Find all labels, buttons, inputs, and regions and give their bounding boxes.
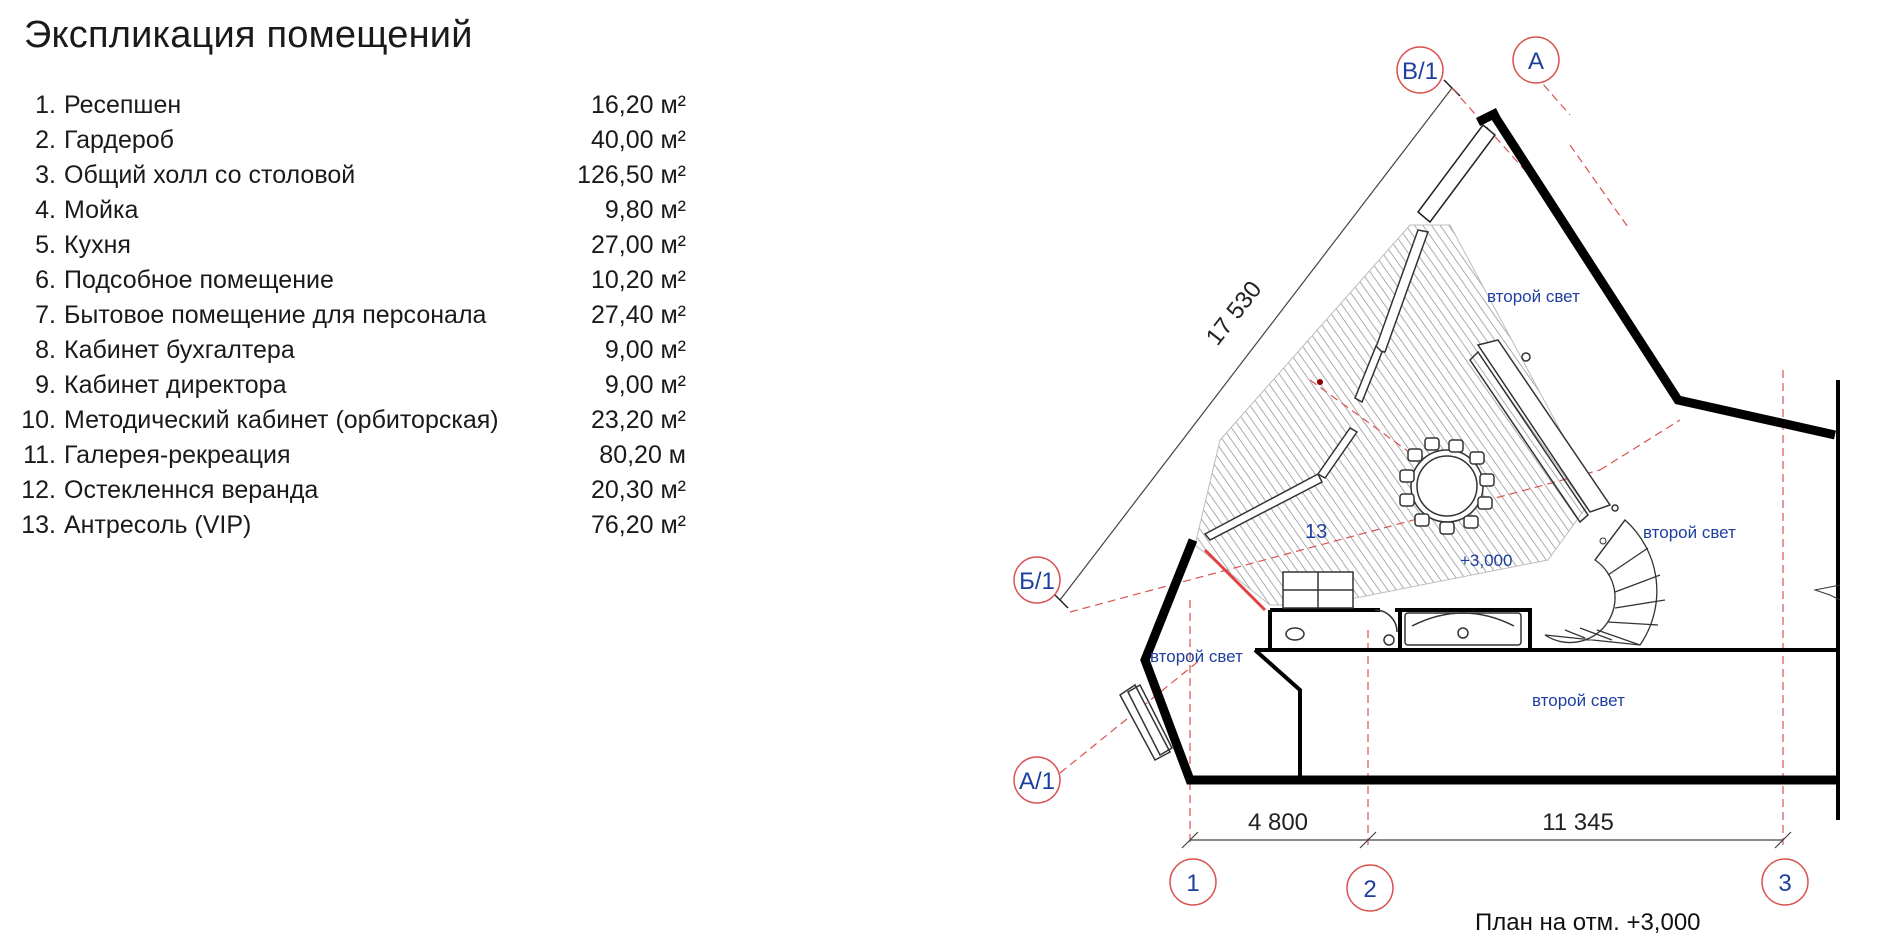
room-area: 80,20 м: [599, 441, 686, 469]
room-name: Кухня: [64, 231, 131, 259]
axis-label-3: 3: [1778, 870, 1791, 897]
room-name: Антресоль (VIP): [64, 511, 252, 539]
room-area: 27,00 м²: [590, 231, 686, 259]
room-name: Общий холл со столовой: [64, 161, 356, 189]
room-row: 3. Общий холл со столовой 126,50 м²: [10, 158, 710, 193]
room-row: 7. Бытовое помещение для персонала 27,40 м…: [10, 298, 710, 333]
label-second-light: второй свет: [1643, 523, 1736, 542]
diagonal-dimension: 17 530: [1201, 276, 1267, 350]
room-row: 11. Галерея-рекреация 80,20 м: [10, 438, 710, 473]
bottom-dimension: [1181, 831, 1792, 849]
axis-label-v1: В/1: [1402, 58, 1438, 85]
room-name: Методический кабинет (орбиторская): [64, 406, 499, 434]
red-edge: [1203, 548, 1267, 612]
room-area: 27,40 м²: [590, 301, 686, 329]
dimension-11345: 11 345: [1542, 809, 1614, 836]
room-row: 2. Гардероб 40,00 м²: [10, 123, 710, 158]
dining-table: [1399, 437, 1495, 535]
axis-lines: [1059, 74, 1784, 845]
veranda-glazing: [1119, 683, 1173, 762]
room-number: 6.: [35, 266, 56, 294]
break-line: [1813, 584, 1841, 601]
room-13-label: 13: [1305, 521, 1327, 543]
axis-label-b1: Б/1: [1019, 568, 1055, 595]
room-area: 126,50 м²: [577, 161, 686, 189]
room-row: 1. Ресепшен 16,20 м²: [10, 88, 710, 123]
stair-node: [1599, 537, 1607, 545]
room-name: Ресепшен: [64, 91, 182, 119]
room-number: 12.: [21, 476, 56, 504]
label-second-light: второй свет: [1150, 647, 1243, 666]
room-name: Кабинет директора: [64, 371, 287, 399]
room-name: Гардероб: [64, 126, 174, 154]
room-row: 9. Кабинет директора 9,00 м²: [10, 368, 710, 403]
axis-label-a1: А/1: [1019, 768, 1055, 795]
room-number: 2.: [35, 126, 56, 154]
room-area: 9,00 м²: [604, 371, 686, 399]
room-number: 13.: [21, 511, 56, 539]
room-area: 9,00 м²: [604, 336, 686, 364]
axis-label-2: 2: [1363, 876, 1376, 903]
room-number: 10.: [21, 406, 56, 434]
room-area: 10,20 м²: [590, 266, 686, 294]
room-number: 4.: [35, 196, 56, 224]
room-area: 16,20 м²: [590, 91, 686, 119]
label-second-light: второй свет: [1487, 287, 1580, 306]
room-number: 11.: [23, 441, 56, 469]
label-second-light: второй свет: [1532, 691, 1625, 710]
column-marker: [1317, 379, 1323, 385]
elevation-label: +3,000: [1460, 551, 1512, 570]
room-number: 8.: [35, 336, 56, 364]
room-row: 8. Кабинет бухгалтера 9,00 м²: [10, 333, 710, 368]
diagonal-dimension-line: [1059, 87, 1453, 601]
room-number: 1.: [35, 91, 56, 119]
room-name: Подсобное помещение: [64, 266, 334, 294]
room-row: 12. Остекленнся веранда 20,30 м²: [10, 473, 710, 508]
room-area: 23,20 м²: [590, 406, 686, 434]
room-name: Остекленнся веранда: [64, 476, 319, 504]
exterior-walls: [1140, 107, 1838, 785]
axis-label-1: 1: [1186, 870, 1199, 897]
dimension-4800: 4 800: [1248, 809, 1308, 836]
mezzanine-partitions: [1203, 229, 1429, 541]
room-row: 13. Антресоль (VIP) 76,20 м²: [10, 508, 710, 543]
lamp: [1611, 504, 1619, 512]
page-title: Экспликация помещений: [24, 14, 473, 56]
room-number: 9.: [35, 371, 56, 399]
room-schedule: 1. Ресепшен 16,20 м² 2. Гардероб 40,00 м² 3.…: [10, 88, 710, 543]
axis-bubbles: [1013, 36, 1809, 912]
room-area: 20,30 м²: [590, 476, 686, 504]
spiral-stair: [1544, 519, 1666, 646]
axis-label-a: А: [1528, 48, 1544, 75]
room-name: Кабинет бухгалтера: [64, 336, 295, 364]
room-row: 5. Кухня 27,00 м²: [10, 228, 710, 263]
fixtures: [1282, 571, 1522, 646]
lamp: [1521, 352, 1531, 362]
room-row: 10. Методический кабинет (орбиторская) 23,…: [10, 403, 710, 438]
room-area: 40,00 м²: [590, 126, 686, 154]
sofa: [1469, 339, 1612, 524]
glazing-upper: [1416, 123, 1497, 224]
room-name: Галерея-рекреация: [64, 441, 291, 469]
room-row: 4. Мойка 9,80 м²: [10, 193, 710, 228]
room-area: 9,80 м²: [604, 196, 686, 224]
room-area: 76,20 м²: [590, 511, 686, 539]
room-number: 5.: [35, 231, 56, 259]
room-number: 3.: [35, 161, 56, 189]
room-number: 7.: [35, 301, 56, 329]
room-row: 6. Подсобное помещение 10,20 м²: [10, 263, 710, 298]
room-name: Бытовое помещение для персонала: [64, 301, 487, 329]
plan-caption: План на отм. +3,000: [1475, 909, 1701, 936]
room-name: Мойка: [64, 196, 139, 224]
interior-walls: [1253, 380, 1840, 820]
